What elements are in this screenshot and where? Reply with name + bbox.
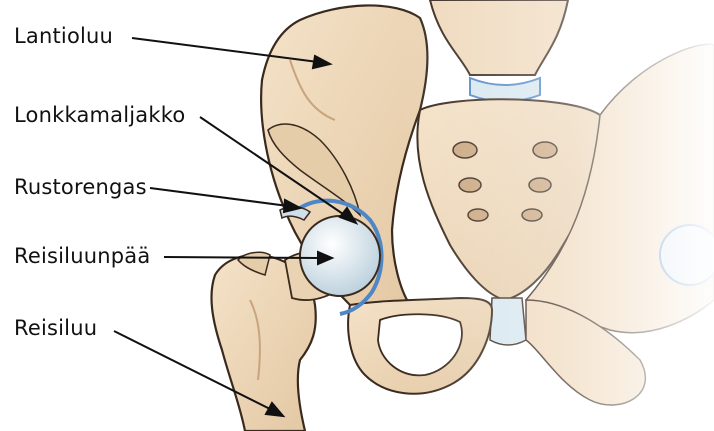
right-fade-overlay [400, 0, 714, 431]
label-pelvis: Lantioluu [14, 24, 113, 48]
leader-line-femoral-head [164, 257, 320, 258]
label-femoral-head: Reisiluunpää [14, 244, 150, 268]
leader-line-labrum [150, 188, 288, 206]
femoral-head [300, 216, 380, 296]
label-acetabulum: Lonkkamaljakko [14, 103, 185, 127]
label-labrum: Rustorengas [14, 175, 147, 199]
label-femur: Reisiluu [14, 316, 97, 340]
